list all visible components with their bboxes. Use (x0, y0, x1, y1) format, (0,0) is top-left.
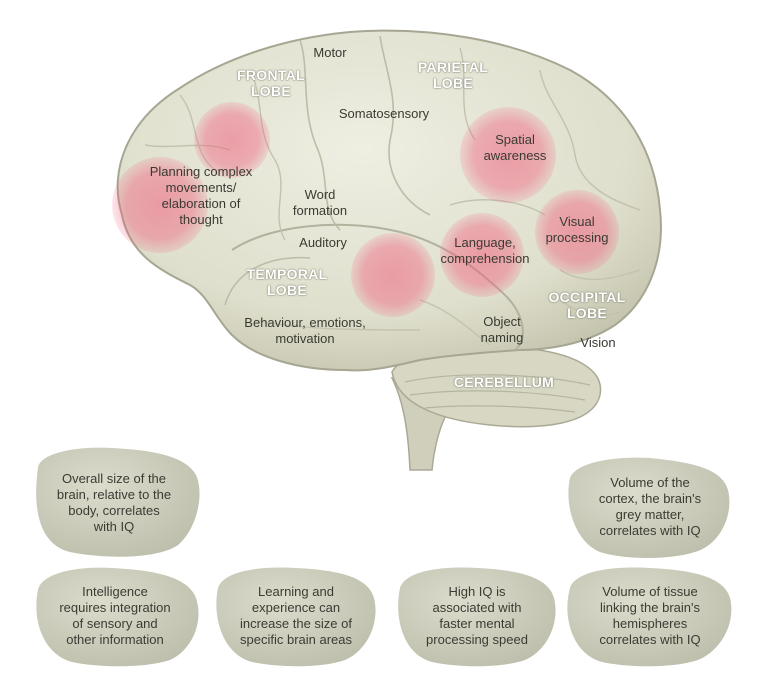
fact-learning: Learning and experience can increase the… (239, 584, 352, 647)
hotspot-frontal-upper (194, 102, 270, 178)
lobe-cerebellum: CEREBELLUM (453, 374, 555, 390)
fact-blob-4 (216, 567, 376, 667)
fact-overall-size: Overall size of the brain, relative to t… (56, 471, 172, 534)
fact-tissue-volume: Volume of tissue linking the brain's hem… (599, 584, 701, 647)
hotspot-wernicke (440, 213, 524, 297)
label-behaviour: Behaviour, emotions, motivation (244, 315, 366, 346)
hotspot-temporal (351, 233, 435, 317)
hotspot-frontal-lower (112, 157, 208, 253)
lobe-occipital: OCCIPITAL LOBE (548, 289, 626, 321)
label-auditory: Auditory (299, 235, 347, 250)
label-spatial: Spatial awareness (483, 132, 547, 163)
fact-cortex-volume: Volume of the cortex, the brain's grey m… (598, 475, 702, 538)
label-vision: Vision (580, 335, 616, 350)
fact-blob-6 (567, 567, 732, 667)
fact-integration: Intelligence requires integration of sen… (59, 584, 171, 647)
fact-blob-5 (398, 567, 556, 667)
lobe-parietal: PARIETAL LOBE (417, 59, 489, 91)
label-visual-processing: Visual processing (545, 214, 609, 245)
fact-blob-1 (36, 447, 200, 557)
fact-blob-3 (36, 567, 199, 667)
fact-blob-2 (568, 457, 730, 558)
label-planning: Planning complex movements/ elaboration … (149, 164, 253, 227)
hotspot-occipital (535, 190, 619, 274)
label-object-naming: Object naming (480, 314, 524, 345)
lobe-temporal: TEMPORAL LOBE (246, 266, 328, 298)
hotspot-parietal (460, 107, 556, 203)
label-somatosensory: Somatosensory (338, 106, 430, 121)
label-language: Language, comprehension (440, 235, 530, 266)
fact-processing-speed: High IQ is associated with faster mental… (426, 584, 528, 647)
label-word-formation: Word formation (292, 187, 348, 218)
label-motor: Motor (313, 45, 347, 60)
lobe-frontal: FRONTAL LOBE (237, 67, 305, 99)
